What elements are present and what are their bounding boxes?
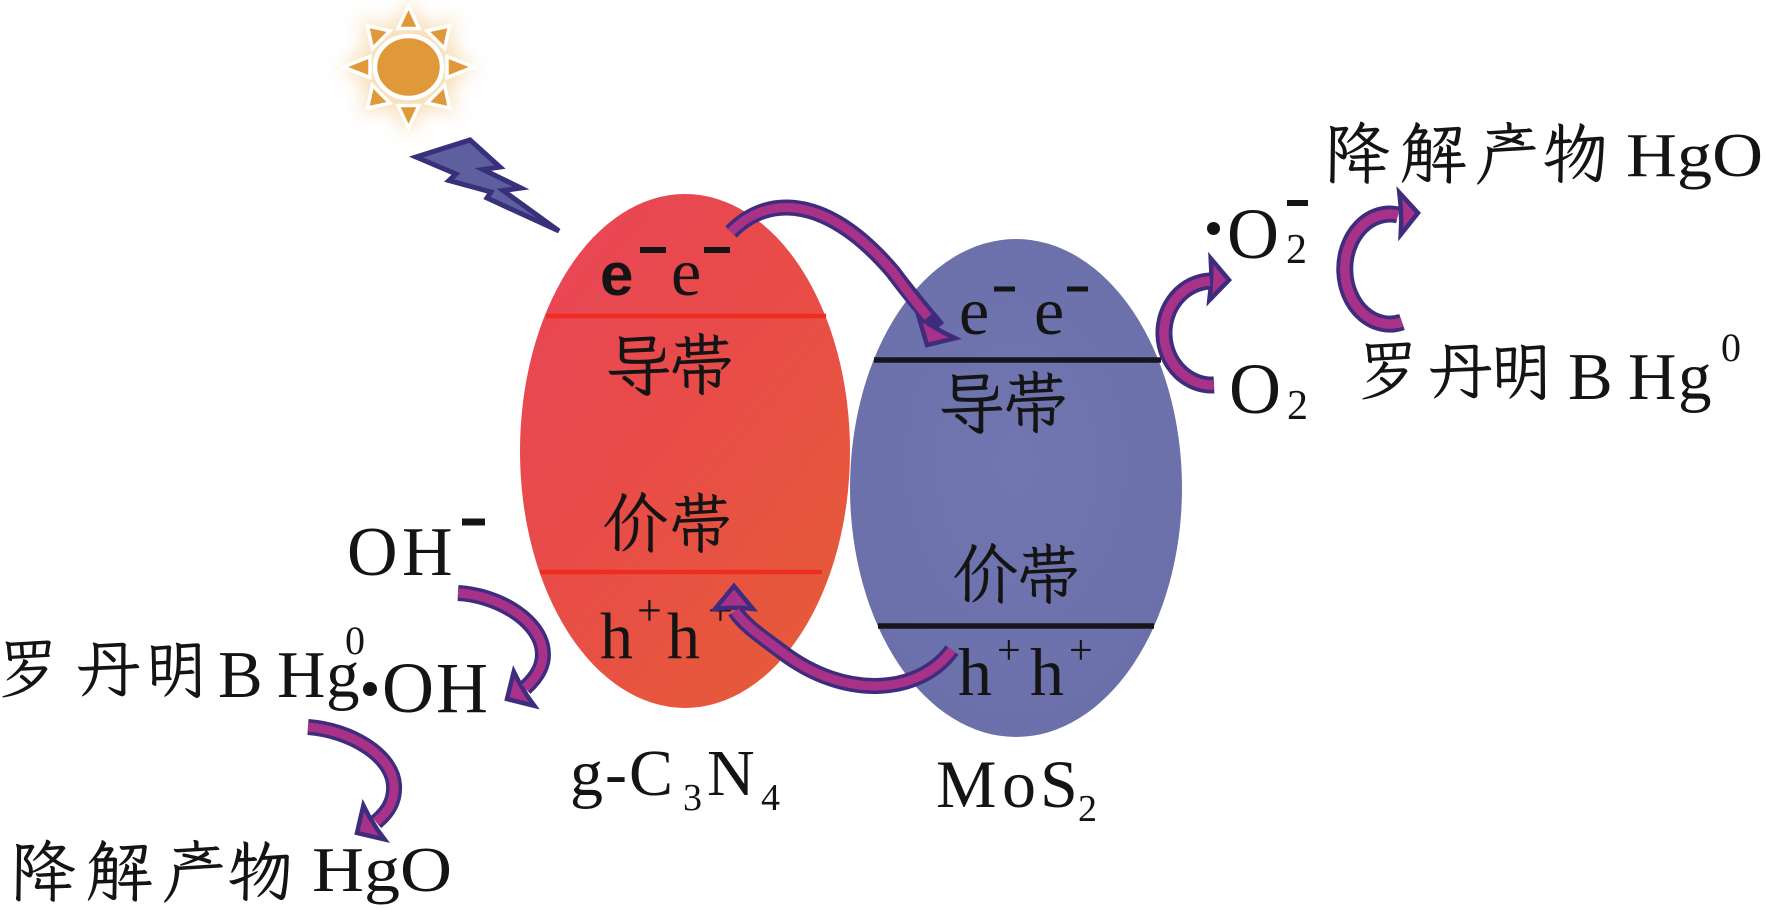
svg-text:OH: OH: [382, 648, 488, 728]
svg-text:0: 0: [345, 618, 365, 663]
svg-text:BHg: BHg: [1568, 340, 1712, 414]
svg-text:2: 2: [1287, 383, 1308, 429]
svg-text:O: O: [1227, 194, 1279, 274]
svg-text:e: e: [671, 234, 701, 310]
svg-text:BHg: BHg: [218, 638, 360, 712]
svg-text:MoS2: MoS2: [936, 746, 1097, 830]
svg-text:h: h: [958, 634, 992, 710]
svg-text:0: 0: [1721, 325, 1741, 370]
svg-text:HgO: HgO: [1626, 122, 1763, 190]
svg-text:+: +: [637, 586, 662, 635]
svg-text:OH: OH: [347, 514, 453, 591]
svg-text:+: +: [1069, 628, 1093, 674]
svg-text:O: O: [1229, 349, 1281, 429]
svg-text:e: e: [600, 241, 633, 308]
svg-text:2: 2: [1286, 227, 1307, 273]
svg-text:+: +: [997, 628, 1021, 674]
svg-text:h: h: [667, 600, 700, 673]
svg-text:HgO: HgO: [312, 834, 452, 905]
svg-text:e: e: [1034, 273, 1064, 349]
svg-text:h: h: [1030, 634, 1064, 710]
svg-text:e: e: [959, 273, 989, 349]
svg-text:h: h: [600, 600, 633, 673]
